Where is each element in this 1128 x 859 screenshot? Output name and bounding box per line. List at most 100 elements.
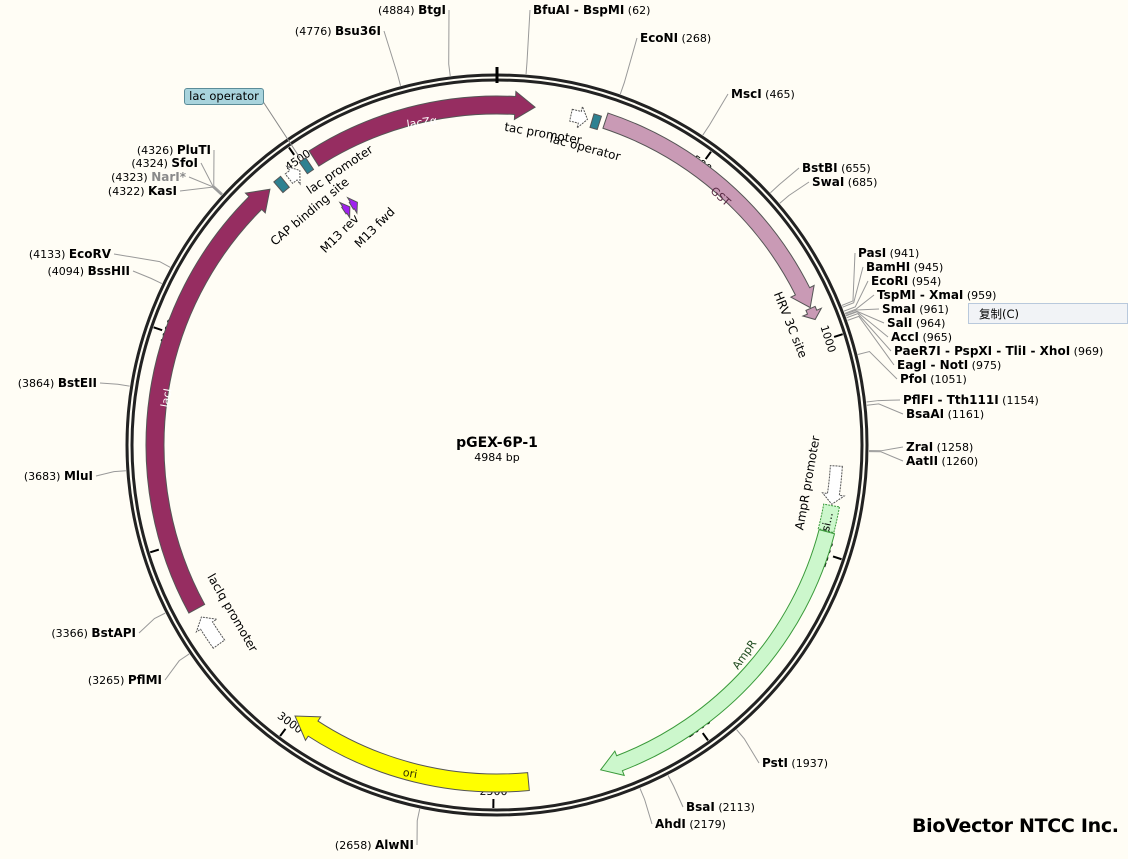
site-leader (866, 399, 901, 403)
site-leader (164, 653, 190, 681)
site-leader (779, 181, 810, 204)
site-label[interactable]: (4776) Bsu36I (295, 24, 381, 38)
site-name: TspMI - XmaI (877, 288, 963, 302)
site-position: (4323) (111, 171, 151, 184)
site-name: PluTI (177, 143, 211, 157)
site-leader (845, 311, 889, 338)
site-position: (4322) (108, 185, 148, 198)
site-name: BstAPI (91, 626, 136, 640)
site-name: PaeR7I - PspXI - TliI - XhoI (894, 344, 1070, 358)
plasmid-length: 4984 bp (474, 451, 519, 464)
site-position: (62) (624, 4, 650, 17)
site-position: (959) (963, 289, 996, 302)
site-position: (969) (1070, 345, 1103, 358)
site-label[interactable]: SwaI (685) (812, 175, 877, 189)
site-name: PflFI - Tth111I (903, 393, 999, 407)
site-name: MluI (64, 469, 93, 483)
site-position: (3683) (24, 470, 64, 483)
site-position: (1258) (933, 441, 973, 454)
site-position: (954) (908, 275, 941, 288)
site-label[interactable]: BstBI (655) (802, 161, 871, 175)
site-leader (132, 270, 163, 285)
site-name: BstEII (58, 376, 97, 390)
site-label[interactable]: (3683) MluI (24, 469, 93, 483)
site-label[interactable]: PstI (1937) (762, 756, 828, 770)
site-label[interactable]: BamHI (945) (866, 260, 943, 274)
site-label[interactable]: TspMI - XmaI (959) (877, 288, 996, 302)
site-leader-lines (95, 9, 904, 846)
site-label[interactable]: (4326) PluTI (137, 143, 211, 157)
site-leader (619, 37, 638, 95)
lacIqprom-feature (195, 616, 226, 649)
site-label[interactable]: BsaI (2113) (686, 800, 755, 814)
site-label[interactable]: BfuAI - BspMI (62) (533, 3, 650, 17)
site-label[interactable]: SmaI (961) (882, 302, 949, 316)
site-label[interactable]: AhdI (2179) (655, 817, 726, 831)
site-leader (842, 266, 864, 308)
site-name: SmaI (882, 302, 916, 316)
hrv-feature (801, 305, 823, 321)
site-label[interactable]: (4133) EcoRV (29, 247, 112, 261)
site-name: PasI (858, 246, 886, 260)
site-label[interactable]: (2658) AlwNI (335, 838, 414, 852)
m13fwd-label: M13 fwd (352, 205, 398, 251)
site-label[interactable]: AccI (965) (891, 330, 952, 344)
site-leader (844, 294, 875, 314)
lacop1-label: lac operator (548, 131, 622, 163)
site-position: (941) (886, 247, 919, 260)
site-position: (4094) (48, 265, 88, 278)
site-label[interactable]: PasI (941) (858, 246, 919, 260)
site-position: (1161) (944, 408, 984, 421)
site-label[interactable]: (4323) NarI* (111, 170, 187, 184)
tick-mark (833, 333, 843, 338)
lacprom-feature (284, 165, 301, 186)
site-label[interactable]: BsaAI (1161) (906, 407, 984, 421)
lac-operator-callout[interactable]: lac operator (184, 88, 264, 105)
site-leader (213, 149, 223, 195)
site-label[interactable]: EcoRI (954) (871, 274, 941, 288)
ori-label: ori (402, 766, 418, 781)
site-label[interactable]: (4322) KasI (108, 184, 177, 198)
site-position: (4324) (131, 157, 171, 170)
site-leader (113, 253, 171, 268)
site-leader (702, 93, 729, 136)
ampRprom-feature (821, 465, 846, 505)
site-label[interactable]: (4324) SfoI (131, 156, 198, 170)
lacZa-feature (308, 90, 536, 167)
site-label[interactable]: SalI (964) (887, 316, 945, 330)
site-name: EcoRV (69, 247, 112, 261)
site-label[interactable]: (4884) BtgI (378, 3, 446, 17)
plasmid-name: pGEX-6P-1 (456, 435, 538, 451)
site-name: NarI* (151, 170, 187, 184)
site-label[interactable]: AatII (1260) (906, 454, 978, 468)
site-label[interactable]: MscI (465) (731, 87, 795, 101)
site-leader (770, 167, 800, 194)
site-label[interactable]: PfoI (1051) (900, 372, 967, 386)
site-name: AccI (891, 330, 919, 344)
site-position: (1051) (927, 373, 967, 386)
site-leader (188, 176, 222, 196)
site-name: ZraI (906, 440, 933, 454)
site-label[interactable]: PaeR7I - PspXI - TliI - XhoI (969) (894, 344, 1103, 358)
tick-mark (279, 728, 287, 737)
site-label[interactable]: (3265) PflMI (88, 673, 162, 687)
ampRprom-label: AmpR promoter (792, 435, 822, 531)
site-leader (736, 729, 760, 764)
site-leader (868, 446, 904, 452)
ampR-feature (599, 529, 836, 777)
site-label[interactable]: (3864) BstEII (18, 376, 97, 390)
site-name: SalI (887, 316, 912, 330)
site-name: BsaI (686, 800, 715, 814)
site-label[interactable]: EcoNI (268) (640, 31, 711, 45)
site-label[interactable]: PflFI - Tth111I (1154) (903, 393, 1039, 407)
site-position: (4884) (378, 4, 418, 17)
site-name: PflMI (128, 673, 162, 687)
site-leader (667, 775, 684, 808)
site-label[interactable]: (4094) BssHII (48, 264, 130, 278)
site-label[interactable]: EagI - NotI (975) (897, 358, 1001, 372)
site-label[interactable]: (3366) BstAPI (51, 626, 136, 640)
context-menu-copy[interactable]: 复制(C) (979, 307, 1020, 321)
site-position: (975) (968, 359, 1001, 372)
site-label[interactable]: ZraI (1258) (906, 440, 973, 454)
